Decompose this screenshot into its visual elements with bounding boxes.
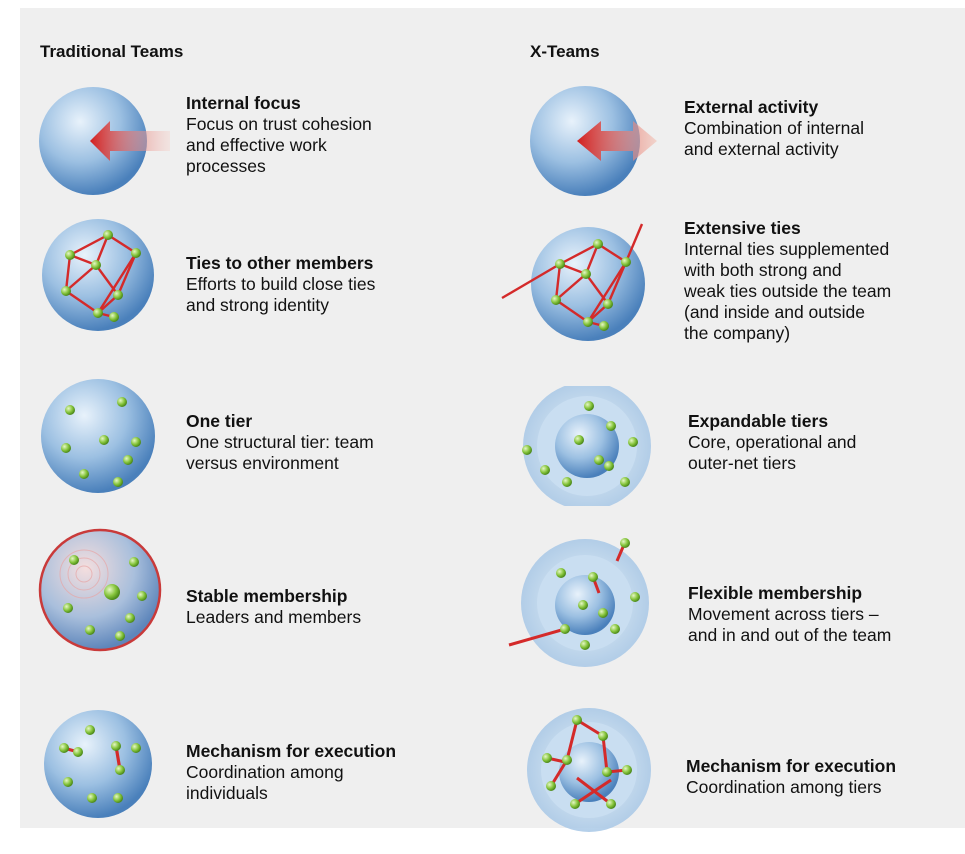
one-tier-title: One tier [186, 411, 253, 431]
extensive-ties-icon [501, 223, 645, 341]
description-line: Coordination among [186, 762, 344, 782]
expandable-tiers-icon [522, 386, 651, 506]
description-line: with both strong and [684, 260, 842, 280]
description-line: Coordination among tiers [686, 777, 882, 797]
execution-tiers-title: Mechanism for execution [686, 756, 897, 776]
expandable-tiers-title: Expandable tiers [688, 411, 829, 431]
description-line: and external activity [684, 139, 839, 159]
description-line: versus environment [186, 453, 339, 473]
execution-tiers-icon [527, 708, 651, 832]
description-line: processes [186, 156, 266, 176]
description-line: Internal ties supplemented [684, 239, 890, 259]
description-line: outer-net tiers [688, 453, 796, 473]
internal-focus-title: Internal focus [186, 93, 301, 113]
external-activity-title: External activity [684, 97, 819, 117]
description-line: Combination of internal [684, 118, 864, 138]
one-tier-icon [41, 379, 155, 493]
execution-tiers-text: Mechanism for execution Coordination amo… [686, 756, 896, 798]
external-activity-icon [530, 86, 657, 196]
execution-individuals-icon [44, 710, 152, 818]
execution-individuals-text: Mechanism for execution Coordination amo… [186, 741, 396, 804]
right-column-title: X-Teams [530, 42, 600, 61]
description-line: (and inside and outside [684, 302, 865, 322]
description-line: and effective work [186, 135, 327, 155]
description-line: the company) [684, 323, 791, 343]
one-tier-text: One tier One structural tier: team versu… [186, 411, 374, 474]
extensive-ties-title: Extensive ties [684, 218, 801, 238]
description-line: Focus on trust cohesion [186, 114, 372, 134]
stable-membership-icon [38, 528, 162, 652]
description-line: and strong identity [186, 295, 330, 315]
ties-network-icon [42, 219, 154, 331]
flexible-membership-text: Flexible membership Movement across tier… [688, 583, 891, 646]
extensive-ties-text: Extensive ties Internal ties supplemente… [684, 218, 891, 344]
internal-focus-icon [39, 87, 170, 195]
description-line: One structural tier: team [186, 432, 374, 452]
description-line: weak ties outside the team [684, 281, 892, 301]
expandable-tiers-text: Expandable tiers Core, operational and o… [688, 411, 856, 474]
flexible-membership-icon [508, 538, 649, 667]
description-line: and in and out of the team [688, 625, 892, 645]
description-line: Leaders and members [186, 607, 362, 627]
stable-membership-title: Stable membership [186, 586, 348, 606]
left-column-title: Traditional Teams [40, 42, 184, 61]
description-line: Core, operational and [688, 432, 857, 452]
internal-focus-text: Internal focus Focus on trust cohesion a… [186, 93, 372, 177]
flexible-membership-title: Flexible membership [688, 583, 863, 603]
description-line: Movement across tiers – [688, 604, 879, 624]
ties-to-members-text: Ties to other members Efforts to build c… [186, 253, 375, 316]
external-activity-text: External activity Combination of interna… [684, 97, 864, 160]
description-line: individuals [186, 783, 268, 803]
execution-individuals-title: Mechanism for execution [186, 741, 397, 761]
ties-to-members-title: Ties to other members [186, 253, 374, 273]
description-line: Efforts to build close ties [186, 274, 376, 294]
stable-membership-text: Stable membership Leaders and members [186, 586, 361, 628]
diagram-panel: Traditional Teams X-Teams [20, 8, 965, 832]
